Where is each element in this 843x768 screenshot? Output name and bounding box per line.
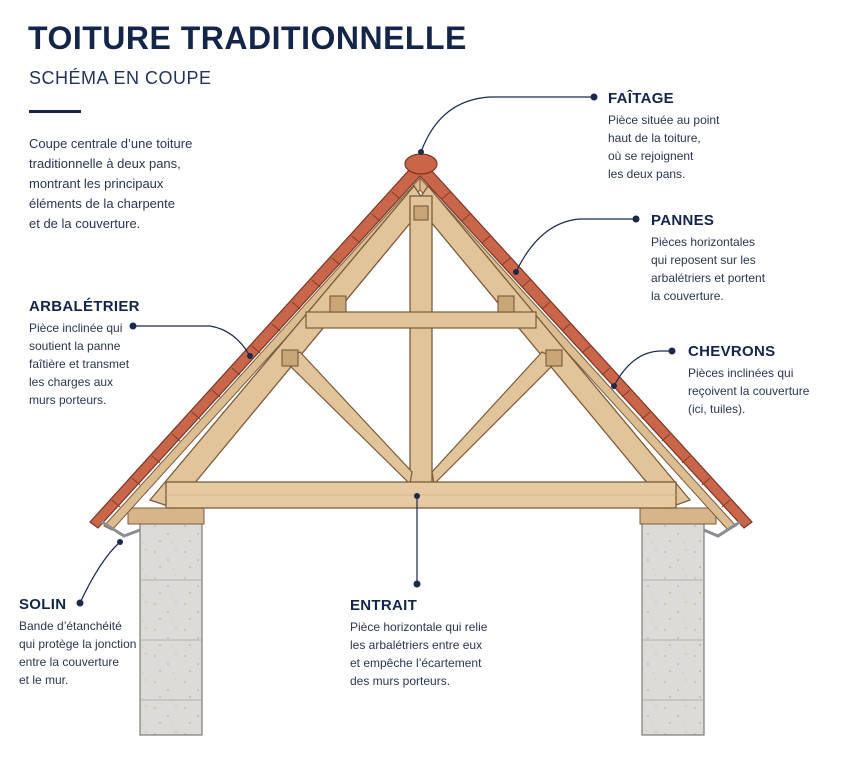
label-pannes-text: Pièces horizontales qui reposent sur les… [651, 235, 766, 303]
intro-text: Coupe centrale d’une toiture traditionne… [29, 136, 193, 231]
dot-entrait-end [414, 493, 420, 499]
label-entrait: ENTRAIT Pièce horizontale qui relie les … [350, 597, 487, 690]
label-solin-title: SOLIN [19, 596, 67, 613]
leader-arbaletrier [133, 325, 251, 357]
page-subtitle: SCHÉMA EN COUPE [29, 68, 212, 88]
label-solin: SOLIN Bande d’étanchéité qui protège la … [19, 596, 136, 689]
left-wall [139, 519, 203, 736]
label-pannes: PANNES Pièces horizontales qui reposent … [651, 212, 765, 305]
dot-faitage-end [418, 149, 424, 155]
label-solin-text: Bande d’étanchéité qui protège la joncti… [19, 619, 137, 687]
purlin-left-lower [281, 349, 299, 367]
label-pannes-title: PANNES [651, 212, 715, 229]
left-strut [282, 351, 413, 486]
ridge-tile [404, 153, 438, 175]
dot-chevrons [668, 347, 676, 355]
dot-chevrons-end [611, 383, 617, 389]
right-strut [431, 351, 560, 486]
label-arbaletrier-title: ARBALÉTRIER [29, 298, 140, 315]
left-flashing [101, 520, 141, 538]
purlin-right-upper [497, 295, 515, 313]
label-faitage-text: Pièce située au point haut de la toiture… [608, 113, 720, 181]
leader-faitage [420, 96, 594, 153]
dot-solin-end [117, 539, 123, 545]
label-entrait-text: Pièce horizontale qui relie les arbalétr… [350, 620, 488, 688]
purlin-left-upper [329, 295, 347, 313]
purlin-ridge-block [413, 205, 429, 221]
dot-solin [76, 599, 84, 607]
label-entrait-title: ENTRAIT [350, 597, 418, 614]
dot-pannes-end [513, 269, 519, 275]
king-post [409, 195, 433, 485]
label-arbaletrier-text: Pièce inclinée qui soutient la panne faî… [29, 321, 130, 407]
left-wall-plate [127, 507, 205, 525]
label-chevrons-title: CHEVRONS [688, 343, 776, 360]
collar-beam [305, 311, 537, 329]
leader-solin [79, 541, 121, 604]
right-wall-plate [639, 507, 717, 525]
purlin-right-lower [545, 349, 563, 367]
leader-chevrons [613, 350, 672, 387]
title-divider [29, 110, 81, 113]
dot-pannes [632, 215, 640, 223]
label-chevrons: CHEVRONS Pièces inclinées qui reçoivent … [688, 343, 809, 418]
dot-entrait [413, 580, 421, 588]
label-faitage-title: FAÎTAGE [608, 90, 674, 107]
label-faitage: FAÎTAGE Pièce située au point haut de la… [608, 90, 719, 183]
dot-arbaletrier-end [247, 353, 253, 359]
right-wall [641, 519, 705, 736]
dot-arbaletrier [129, 322, 137, 330]
dot-faitage [590, 93, 598, 101]
page-title: TOITURE TRADITIONNELLE [28, 20, 467, 56]
leader-pannes [515, 218, 636, 273]
right-flashing [703, 520, 741, 538]
label-chevrons-text: Pièces inclinées qui reçoivent la couver… [688, 366, 810, 416]
label-arbaletrier: ARBALÉTRIER Pièce inclinée qui soutient … [29, 298, 140, 409]
